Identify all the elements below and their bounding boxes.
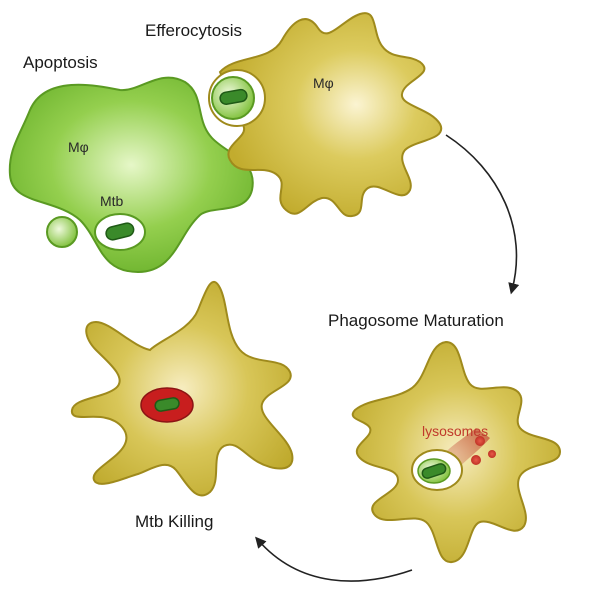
label-macrophage-apoptotic: Mφ [68,139,89,155]
mtb-bacterium [105,222,135,241]
killed-mtb-phagolysosome [140,387,194,423]
label-mtb-apoptotic: Mtb [100,193,124,209]
killing-macrophage [70,280,294,497]
label-efferocytosis: Efferocytosis [145,21,242,40]
arrow-maturation-to-killing [255,536,413,582]
apoptotic-body-bleb [46,216,78,248]
label-mtb-killing: Mtb Killing [135,512,213,531]
killed-mtb-bacterium [154,397,180,412]
efferocytosing-macrophage [208,12,443,218]
apoptotic-macrophage [8,76,254,274]
lysosome [488,450,496,458]
macrophage-cell-body [216,12,443,218]
arrow-efferocytosis-to-maturation [445,134,520,295]
label-lysosomes: lysosomes [422,423,488,439]
macrophage-cell-body [70,280,294,497]
apoptotic-cell-body [8,76,254,274]
lysosome [475,436,485,446]
phagosome-with-mtb [411,449,463,491]
label-phagosome-maturation: Phagosome Maturation [328,311,504,330]
label-macrophage-efferocytosing: Mφ [313,75,334,91]
mtb-bacterium [421,463,447,479]
maturing-macrophage [351,340,562,563]
label-apoptosis: Apoptosis [23,53,98,72]
mtb-vacuole-in-apoptotic-cell [94,213,146,251]
engulfed-apoptotic-body [208,69,266,127]
lysosome [471,455,481,465]
mtb-bacterium [219,88,248,105]
